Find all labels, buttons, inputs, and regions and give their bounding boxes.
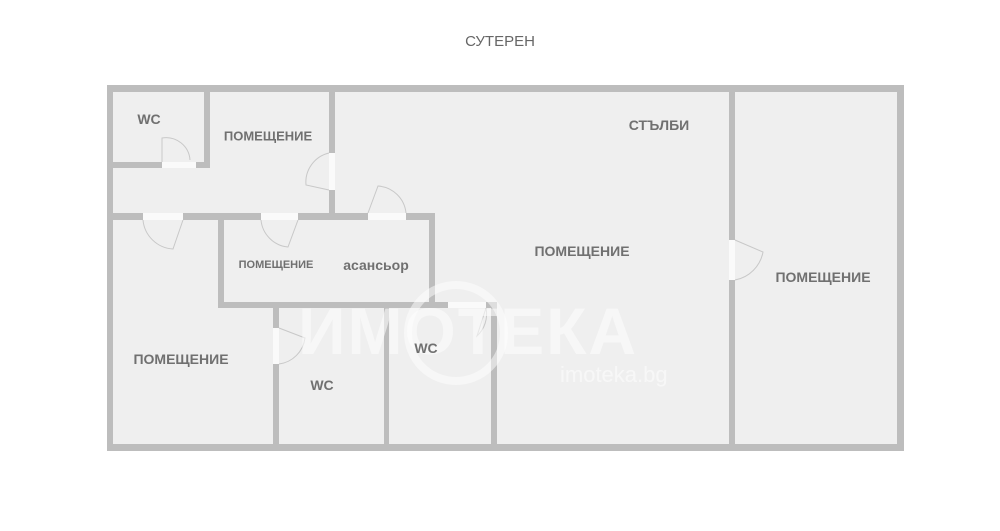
- watermark-site: imoteka.bg: [560, 362, 668, 387]
- watermark-logo: [404, 281, 508, 385]
- room-label-wc-right: WC: [414, 340, 438, 356]
- room-label-room-top: ПОМЕЩЕНИЕ: [223, 128, 313, 144]
- room-label-elevator: асансьор: [343, 257, 409, 273]
- room-label-room-main: ПОМЕЩЕНИЕ: [534, 243, 630, 259]
- floor: [107, 85, 904, 451]
- doors: [142, 137, 764, 365]
- room-label-room-right: ПОМЕЩЕНИЕ: [775, 269, 871, 285]
- room-label-wc-middle: WC: [310, 377, 334, 393]
- floor-title: СУТЕРЕН: [465, 33, 535, 50]
- room-label-wc-topleft: WC: [137, 111, 161, 127]
- room-label-room-small: ПОМЕЩЕНИЕ: [238, 259, 314, 271]
- watermark-brand: ИМОТЕКА: [298, 294, 639, 368]
- room-label-stairs: СТЪЛБИ: [628, 117, 690, 133]
- room-label-room-left: ПОМЕЩЕНИЕ: [133, 351, 229, 367]
